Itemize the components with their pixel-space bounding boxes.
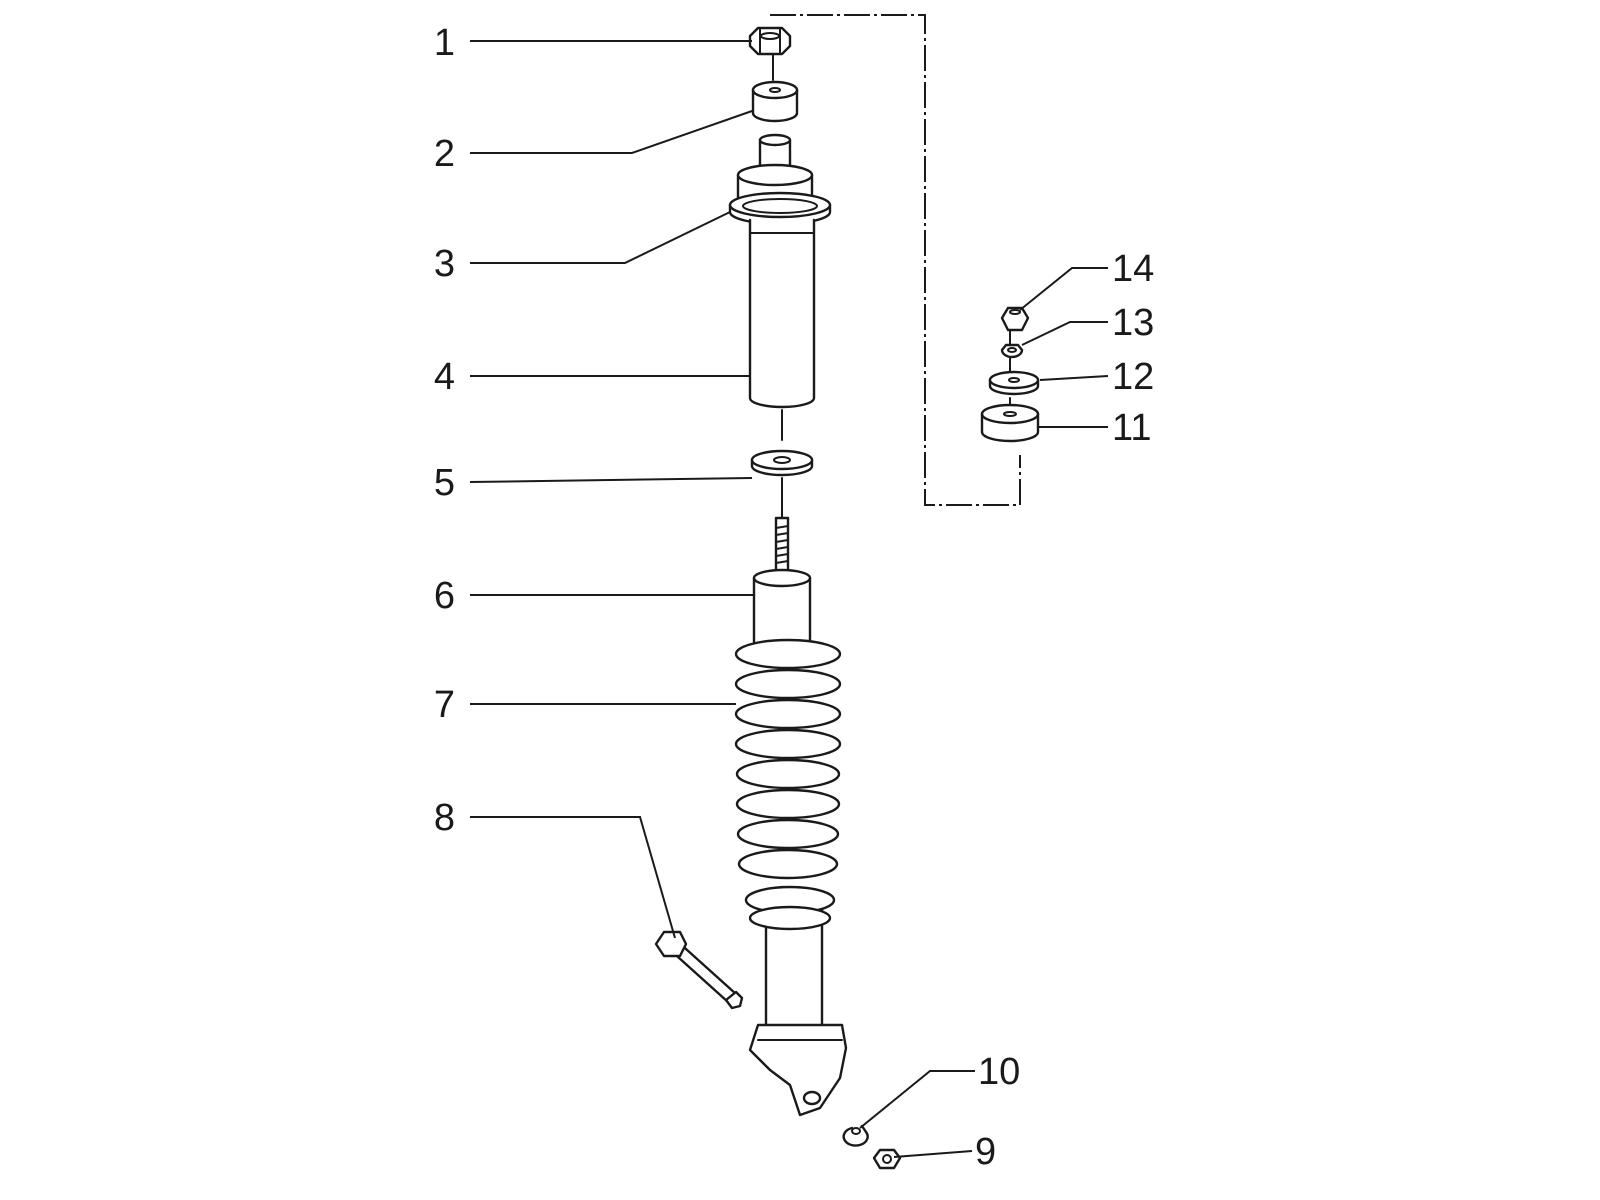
- callout-1: 1: [434, 22, 455, 64]
- part-2-bush: [751, 80, 799, 123]
- part-7-coil-spring: [734, 638, 848, 1117]
- callout-4: 4: [434, 356, 455, 398]
- callout-2: 2: [434, 133, 455, 175]
- part-14-mount-nut: [1000, 306, 1030, 332]
- part-9-lower-nut: [872, 1148, 902, 1170]
- callout-11: 11: [1112, 407, 1151, 449]
- leader-line-13: [1021, 321, 1108, 346]
- part-4-dust-cover: [748, 218, 816, 409]
- assembly-reference-frame: [770, 14, 1021, 506]
- leader-line-5: [469, 477, 753, 483]
- part-8-bolt: [654, 930, 744, 1010]
- leader-line-3: [470, 211, 731, 264]
- callout-5: 5: [434, 462, 455, 504]
- callout-7: 7: [434, 684, 455, 726]
- part-1-nut: [748, 26, 792, 56]
- leader-line-14: [1019, 267, 1108, 311]
- leader-line-8: [470, 816, 676, 939]
- callout-13: 13: [1112, 302, 1154, 344]
- callout-10: 10: [978, 1051, 1020, 1093]
- part-5-washer: [750, 449, 814, 477]
- leader-line-2: [470, 110, 753, 154]
- part-10-spring-washer: [842, 1124, 869, 1147]
- callout-9: 9: [975, 1131, 996, 1173]
- part-3-upper-cap: [728, 133, 832, 226]
- leader-line-10: [859, 1070, 975, 1129]
- leader-line-12: [1039, 375, 1109, 381]
- callout-8: 8: [434, 797, 455, 839]
- leader-line-9: [893, 1150, 973, 1158]
- callout-6: 6: [434, 575, 455, 617]
- part-11-bush: [980, 403, 1040, 443]
- part-6-damper-body: [752, 516, 812, 662]
- part-12-cup-washer: [988, 370, 1040, 396]
- callout-12: 12: [1112, 356, 1154, 398]
- part-13-small-washer: [1000, 343, 1024, 359]
- callout-3: 3: [434, 243, 455, 285]
- callout-14: 14: [1112, 248, 1154, 290]
